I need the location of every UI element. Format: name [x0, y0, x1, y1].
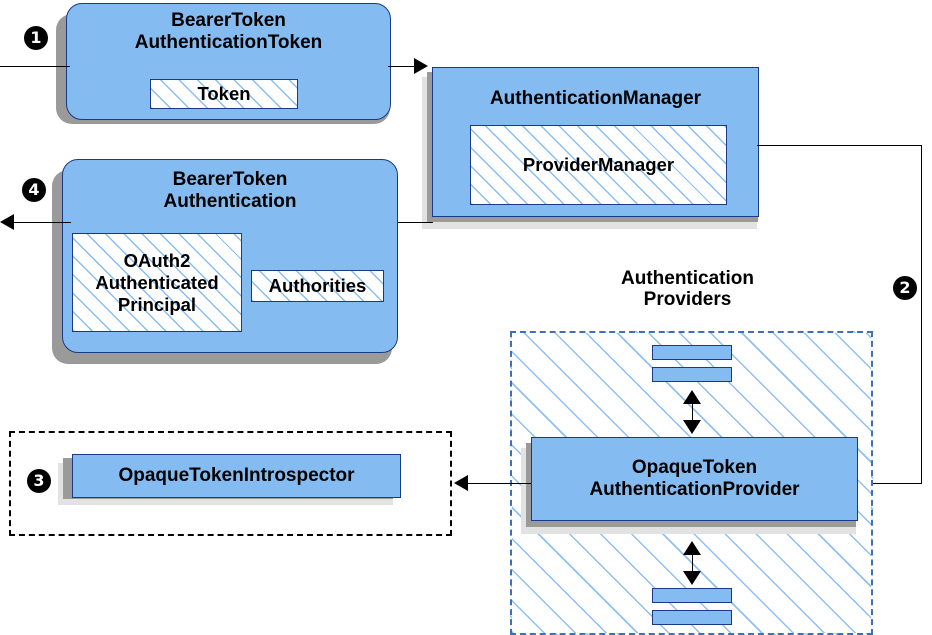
provider-manager-inner-box[interactable]: ProviderManager: [470, 125, 727, 205]
token-to-manager-arrowhead: [414, 58, 428, 74]
request-in-line: [0, 66, 70, 67]
provider-bar-top-1[interactable]: [652, 345, 732, 360]
bearer-token-authentication-title-line1: BearerToken: [172, 169, 288, 190]
provider-manager-label: ProviderManager: [522, 154, 675, 175]
bearer-token-authentication-token-title-line1: BearerToken: [171, 10, 286, 31]
opaque-token-introspector-label: OpaqueTokenIntrospector: [118, 465, 355, 486]
oauth2-authenticated-principal-box[interactable]: OAuth2 Authenticated Principal: [72, 233, 242, 332]
opaque-token-authentication-provider-box[interactable]: OpaqueToken AuthenticationProvider: [531, 437, 858, 521]
provider-updown-bottom-line: [692, 545, 693, 583]
authentication-manager-title: AuthenticationManager: [489, 88, 702, 109]
oauth2-principal-line2: Authenticated: [95, 271, 219, 293]
authentication-providers-caption-line1: Authentication: [621, 268, 754, 289]
oauth2-principal-line3: Principal: [117, 293, 197, 315]
authentication-out-line: [14, 222, 71, 223]
oauth2-principal-line1: OAuth2: [123, 249, 191, 271]
step-badge-3: 3: [27, 469, 51, 493]
provider-bar-bottom-2[interactable]: [652, 610, 732, 625]
manager-to-provider-line-top: [757, 145, 922, 146]
manager-to-provider-line-vertical: [921, 145, 922, 484]
provider-updown-top-arrowhead-down: [683, 420, 701, 434]
provider-bar-bottom-1[interactable]: [652, 588, 732, 603]
provider-to-introspector-arrowhead: [454, 475, 468, 491]
step-badge-1: 1: [24, 26, 48, 50]
opaque-token-authentication-provider-line2: AuthenticationProvider: [589, 479, 800, 500]
manager-to-authentication-line: [396, 222, 433, 223]
authorities-box[interactable]: Authorities: [251, 270, 384, 302]
token-inner-box[interactable]: Token: [150, 79, 298, 109]
bearer-token-authentication-title-line2: Authentication: [163, 191, 297, 212]
provider-updown-top-line: [692, 394, 693, 432]
opaque-token-authentication-provider-line1: OpaqueToken: [631, 457, 758, 478]
provider-updown-top-arrowhead-up: [683, 390, 701, 404]
bearer-token-authentication-token-title-line2: AuthenticationToken: [134, 32, 323, 53]
opaque-token-introspector-region: [9, 431, 452, 536]
provider-updown-bottom-arrowhead-up: [683, 541, 701, 555]
authentication-out-arrowhead: [0, 214, 14, 230]
manager-to-provider-line-bottom: [866, 483, 922, 484]
bearer-token-authentication-token-box[interactable]: BearerToken AuthenticationToken: [66, 3, 391, 120]
token-to-manager-line: [388, 66, 422, 67]
step-badge-2: 2: [893, 276, 917, 300]
opaque-token-introspector-box[interactable]: OpaqueTokenIntrospector: [72, 454, 401, 498]
provider-to-introspector-line: [468, 483, 531, 484]
provider-bar-top-2[interactable]: [652, 367, 732, 382]
provider-updown-bottom-arrowhead-down: [683, 571, 701, 585]
step-badge-4: 4: [22, 178, 46, 202]
authorities-label: Authorities: [268, 275, 367, 296]
authentication-providers-caption-line2: Providers: [643, 289, 732, 311]
token-inner-label: Token: [197, 83, 251, 104]
authentication-providers-caption: Authentication Providers: [570, 268, 805, 311]
